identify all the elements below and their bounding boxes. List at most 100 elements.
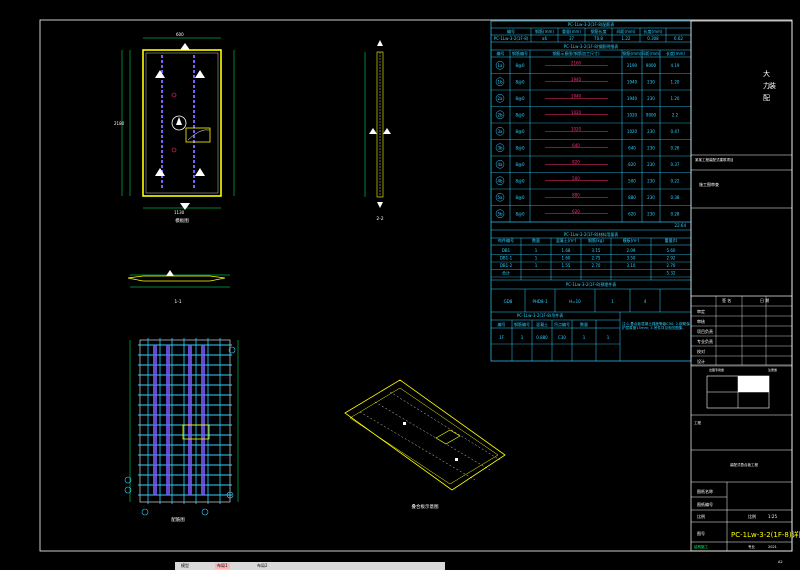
footer-left: 结构施工 xyxy=(694,544,708,549)
mat-cell: 3.10 xyxy=(627,263,636,268)
rebar-length: 880 xyxy=(572,192,580,197)
title-block: 大 力 装 配 某某工程装配式建筑项目 施工图审查 审定审核项目负责专业负责校对… xyxy=(690,20,800,564)
rebar-length: 1020 xyxy=(571,126,582,131)
steel-header-cell: 编号 xyxy=(497,50,505,56)
plan-title: 模板图 xyxy=(175,217,189,224)
emb-cell: H=10 xyxy=(569,299,581,304)
plan-dim-left: 2180 xyxy=(114,121,125,126)
rebar-value-b: 230 xyxy=(647,96,655,101)
plan-dim-top: 600 xyxy=(176,32,184,37)
company-char-3: 装 xyxy=(769,81,776,90)
mat-header-cell: 模板(m²) xyxy=(623,237,640,243)
rebar-value-c: 0.28 xyxy=(671,211,680,216)
steel-header-cell: 钢筋(mm) xyxy=(623,50,642,56)
rebar-spec: 8@0 xyxy=(515,79,525,84)
scale-label: 比例 xyxy=(748,513,756,519)
main-header-cell: 钢筋长度 xyxy=(591,28,607,34)
sign-row-label: 审定 xyxy=(697,308,705,314)
mat-cell: 2.75 xyxy=(592,256,601,261)
rebar-grid xyxy=(138,338,232,504)
subproject: 装配式叠合板工程 xyxy=(730,462,758,467)
rebar-view: 配筋图 xyxy=(124,338,239,523)
rebar-id-circle xyxy=(495,176,505,185)
mat-table-header: 构件编号数量混凝土(m³)钢筋(kg)模板(m²)重量(t) xyxy=(491,237,691,280)
mat-cell: 3.15 xyxy=(592,248,601,253)
rebar-spec: 8@0 xyxy=(515,129,525,134)
rebar-value-b: 230 xyxy=(647,211,655,216)
plan-outline xyxy=(142,49,222,197)
lift-header-cell: 混凝土 xyxy=(536,321,548,327)
rebar-id-circle xyxy=(495,61,505,70)
lift-cell: 0.880 xyxy=(536,335,548,340)
rebar-length: 500 xyxy=(572,176,580,181)
main-row-cell: 1.22 xyxy=(622,36,631,41)
project-label: 工程 xyxy=(694,420,702,425)
main-row-cell: 0.308 xyxy=(647,36,659,41)
mat-header-cell: 钢筋(kg) xyxy=(588,237,604,243)
lift-cell: 1F xyxy=(499,335,505,340)
mat-cell: 2.92 xyxy=(667,256,676,261)
rebar-id-circle xyxy=(495,143,505,152)
main-row-cell: 70.8 xyxy=(594,36,603,41)
rebar-spec: 8@0 xyxy=(515,63,525,68)
rebar-value-a: 1020 xyxy=(627,112,638,117)
rebar-id: 1b xyxy=(497,79,503,84)
sheet-label-1: 图纸名称 xyxy=(697,488,713,494)
rebar-id: 2b xyxy=(497,112,503,117)
main-row-cell: 6.62 xyxy=(674,36,683,41)
sign-row-label: 校对 xyxy=(697,348,705,354)
stamp-label: 出图专用章 xyxy=(709,367,724,372)
plan-opening xyxy=(185,127,211,143)
rebar-id-circle xyxy=(495,94,505,103)
rebar-length: 1940 xyxy=(571,77,582,82)
rebar-value-c: 0.26 xyxy=(671,145,680,150)
section-11-title: 1-1 xyxy=(174,299,181,305)
rebar-spec: 8@0 xyxy=(515,145,525,150)
steel-header-cell: 长度(mm) xyxy=(666,50,685,56)
col-sign: 签 名 xyxy=(722,297,731,303)
rebar-spec: 8@0 xyxy=(515,178,525,183)
mat-cell: 5.32 xyxy=(667,271,676,276)
section-1-1: 1-1 xyxy=(127,270,230,305)
mat-cell: 1.68 xyxy=(562,248,571,253)
rebar-value-b: 230 xyxy=(647,195,655,200)
tab-layout-1[interactable]: 布局1 xyxy=(215,563,230,569)
iso-title: 叠合板示意图 xyxy=(412,503,439,510)
tab-layout-2[interactable]: 布局2 xyxy=(257,563,268,568)
mat-cell: 2.70 xyxy=(592,263,601,268)
main-row-cell: 37 xyxy=(569,36,575,41)
section-22-title: 2-2 xyxy=(376,216,383,222)
sign-row-label: 项目负责 xyxy=(697,328,713,334)
rebar-length: 620 xyxy=(572,209,580,214)
drawing-no: PC-1Lw-3-2(1F-8)详图 xyxy=(731,530,800,539)
rebar-value-b: 230 xyxy=(647,145,655,150)
rebar-title: 配筋图 xyxy=(171,516,185,523)
rebar-value-b: 9000 xyxy=(646,112,657,117)
col-date: 日 期 xyxy=(760,297,769,303)
company-char-4: 配 xyxy=(763,94,770,102)
truss-bar xyxy=(201,345,205,495)
iso-view: 叠合板示意图 xyxy=(344,379,506,510)
tab-model[interactable]: 模型 xyxy=(181,563,189,568)
steel-table-header: 编号钢筋编号钢筋示意图(钢筋加工尺寸)钢筋(mm)间距(mm)长度(mm) xyxy=(497,50,685,222)
mat-cell: DB1-1 xyxy=(500,256,513,261)
mat-cell: DB1-2 xyxy=(500,263,513,268)
sign-row-label: 专业负责 xyxy=(697,338,713,344)
rebar-value-c: 1.20 xyxy=(671,79,680,84)
steel-header-cell: 间距(mm) xyxy=(642,50,661,56)
emb-cell: 4 xyxy=(644,299,647,304)
mat-header-cell: 构件编号 xyxy=(498,237,514,243)
rebar-spec: 8@0 xyxy=(515,112,525,117)
rebar-value-b: 230 xyxy=(647,79,655,84)
rebar-value-b: 9000 xyxy=(646,63,657,68)
rebar-id: 3b xyxy=(497,145,503,150)
rebar-value-a: 1940 xyxy=(627,96,638,101)
rebar-length: 1020 xyxy=(571,110,582,115)
rebar-value-c: 1.20 xyxy=(671,96,680,101)
sheet-label-2: 图纸编号 xyxy=(697,501,713,507)
